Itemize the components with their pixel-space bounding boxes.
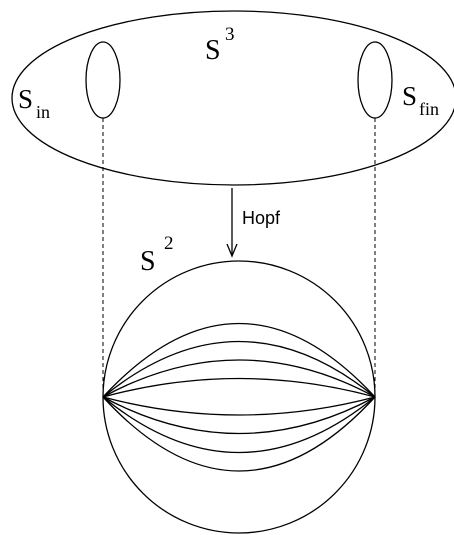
s3-label: S [205,35,221,66]
s2-label: S [140,246,156,277]
fiber-arc-8 [102,396,376,472]
s2-sphere [102,260,376,534]
s-fin-label: S [402,81,417,111]
fiber-arc-7 [102,396,376,453]
hopf-label: Hopf [242,208,281,228]
s2-exponent: 2 [164,233,174,254]
fiber-arc-5 [102,396,376,416]
s-fin-fiber [357,41,393,119]
fiber-arc-4 [102,377,376,398]
sphere-outline [102,260,376,534]
fiber-arc-1 [102,323,376,398]
s3-exponent: 3 [225,24,235,45]
hopf-arrow-head [226,243,238,258]
fiber-arc-6 [102,396,376,435]
s-in-subscript: in [36,102,50,122]
s-fin-subscript: fin [419,99,439,119]
s3-label-base: S [205,35,221,66]
fiber-arc-2 [102,341,376,398]
s-in-fiber [85,41,121,119]
fiber-arc-3 [102,359,376,398]
s3-ellipse [11,10,454,186]
s-in-label: S [18,84,33,114]
